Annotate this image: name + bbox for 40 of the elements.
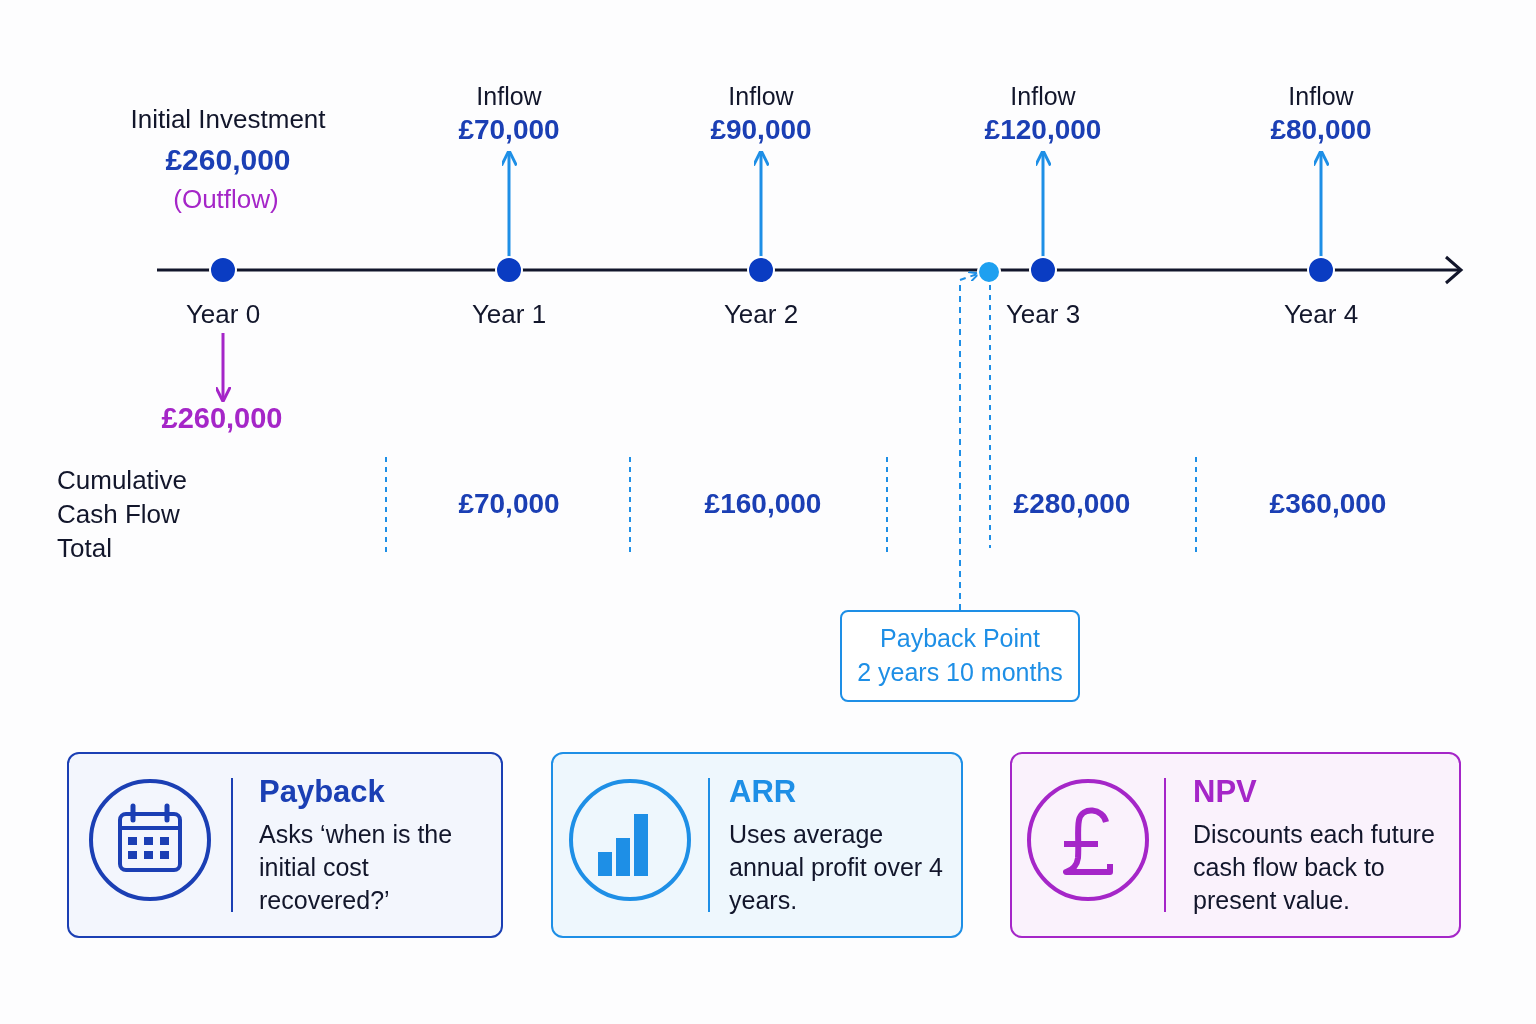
payback-callout bbox=[840, 610, 1080, 702]
investment-amount: £260,000 bbox=[164, 143, 292, 177]
card-description: Asks ‘when is the initial cost recovered?’ bbox=[259, 819, 454, 916]
year-label: Year 2 bbox=[722, 299, 800, 330]
cumulative-value: £160,000 bbox=[703, 488, 823, 520]
arrow bbox=[500, 149, 518, 257]
method-card bbox=[1010, 752, 1461, 938]
cumulative-value: £280,000 bbox=[1012, 488, 1132, 520]
year-label: Year 3 bbox=[1004, 299, 1082, 330]
row-heading: Cumulative Cash Flow Total bbox=[57, 464, 189, 565]
inflow-heading: Inflow bbox=[1009, 82, 1077, 111]
method-card bbox=[67, 752, 503, 938]
cumulative-value: £360,000 bbox=[1268, 488, 1388, 520]
arrow bbox=[214, 333, 232, 403]
card-title: Payback bbox=[259, 774, 385, 810]
card-title: NPV bbox=[1193, 774, 1257, 810]
method-card bbox=[551, 752, 963, 938]
payback-duration: 2 years 10 months bbox=[856, 658, 1064, 687]
outflow-note: (Outflow) bbox=[172, 184, 280, 215]
arrow bbox=[752, 149, 770, 257]
card-description: Uses average annual profit over 4 years. bbox=[729, 819, 945, 916]
card-description: Discounts each future cash flow back to present value. bbox=[1193, 819, 1436, 916]
inflow-heading: Inflow bbox=[475, 82, 543, 111]
inflow-heading: Inflow bbox=[727, 82, 795, 111]
cumulative-value: £70,000 bbox=[457, 488, 561, 520]
inflow-amount: £80,000 bbox=[1269, 114, 1373, 146]
year-label: Year 4 bbox=[1282, 299, 1360, 330]
arrow bbox=[1034, 149, 1052, 257]
card-title: ARR bbox=[729, 774, 797, 810]
outflow-amount: £260,000 bbox=[160, 402, 284, 435]
payback-title: Payback Point bbox=[879, 624, 1041, 653]
investment-heading: Initial Investment bbox=[129, 104, 327, 135]
arrow bbox=[959, 271, 980, 611]
inflow-heading: Inflow bbox=[1287, 82, 1355, 111]
inflow-amount: £70,000 bbox=[457, 114, 561, 146]
year-label: Year 0 bbox=[184, 299, 262, 330]
inflow-amount: £90,000 bbox=[709, 114, 813, 146]
year-label: Year 1 bbox=[470, 299, 548, 330]
arrow bbox=[1312, 149, 1330, 257]
inflow-amount: £120,000 bbox=[983, 114, 1103, 146]
